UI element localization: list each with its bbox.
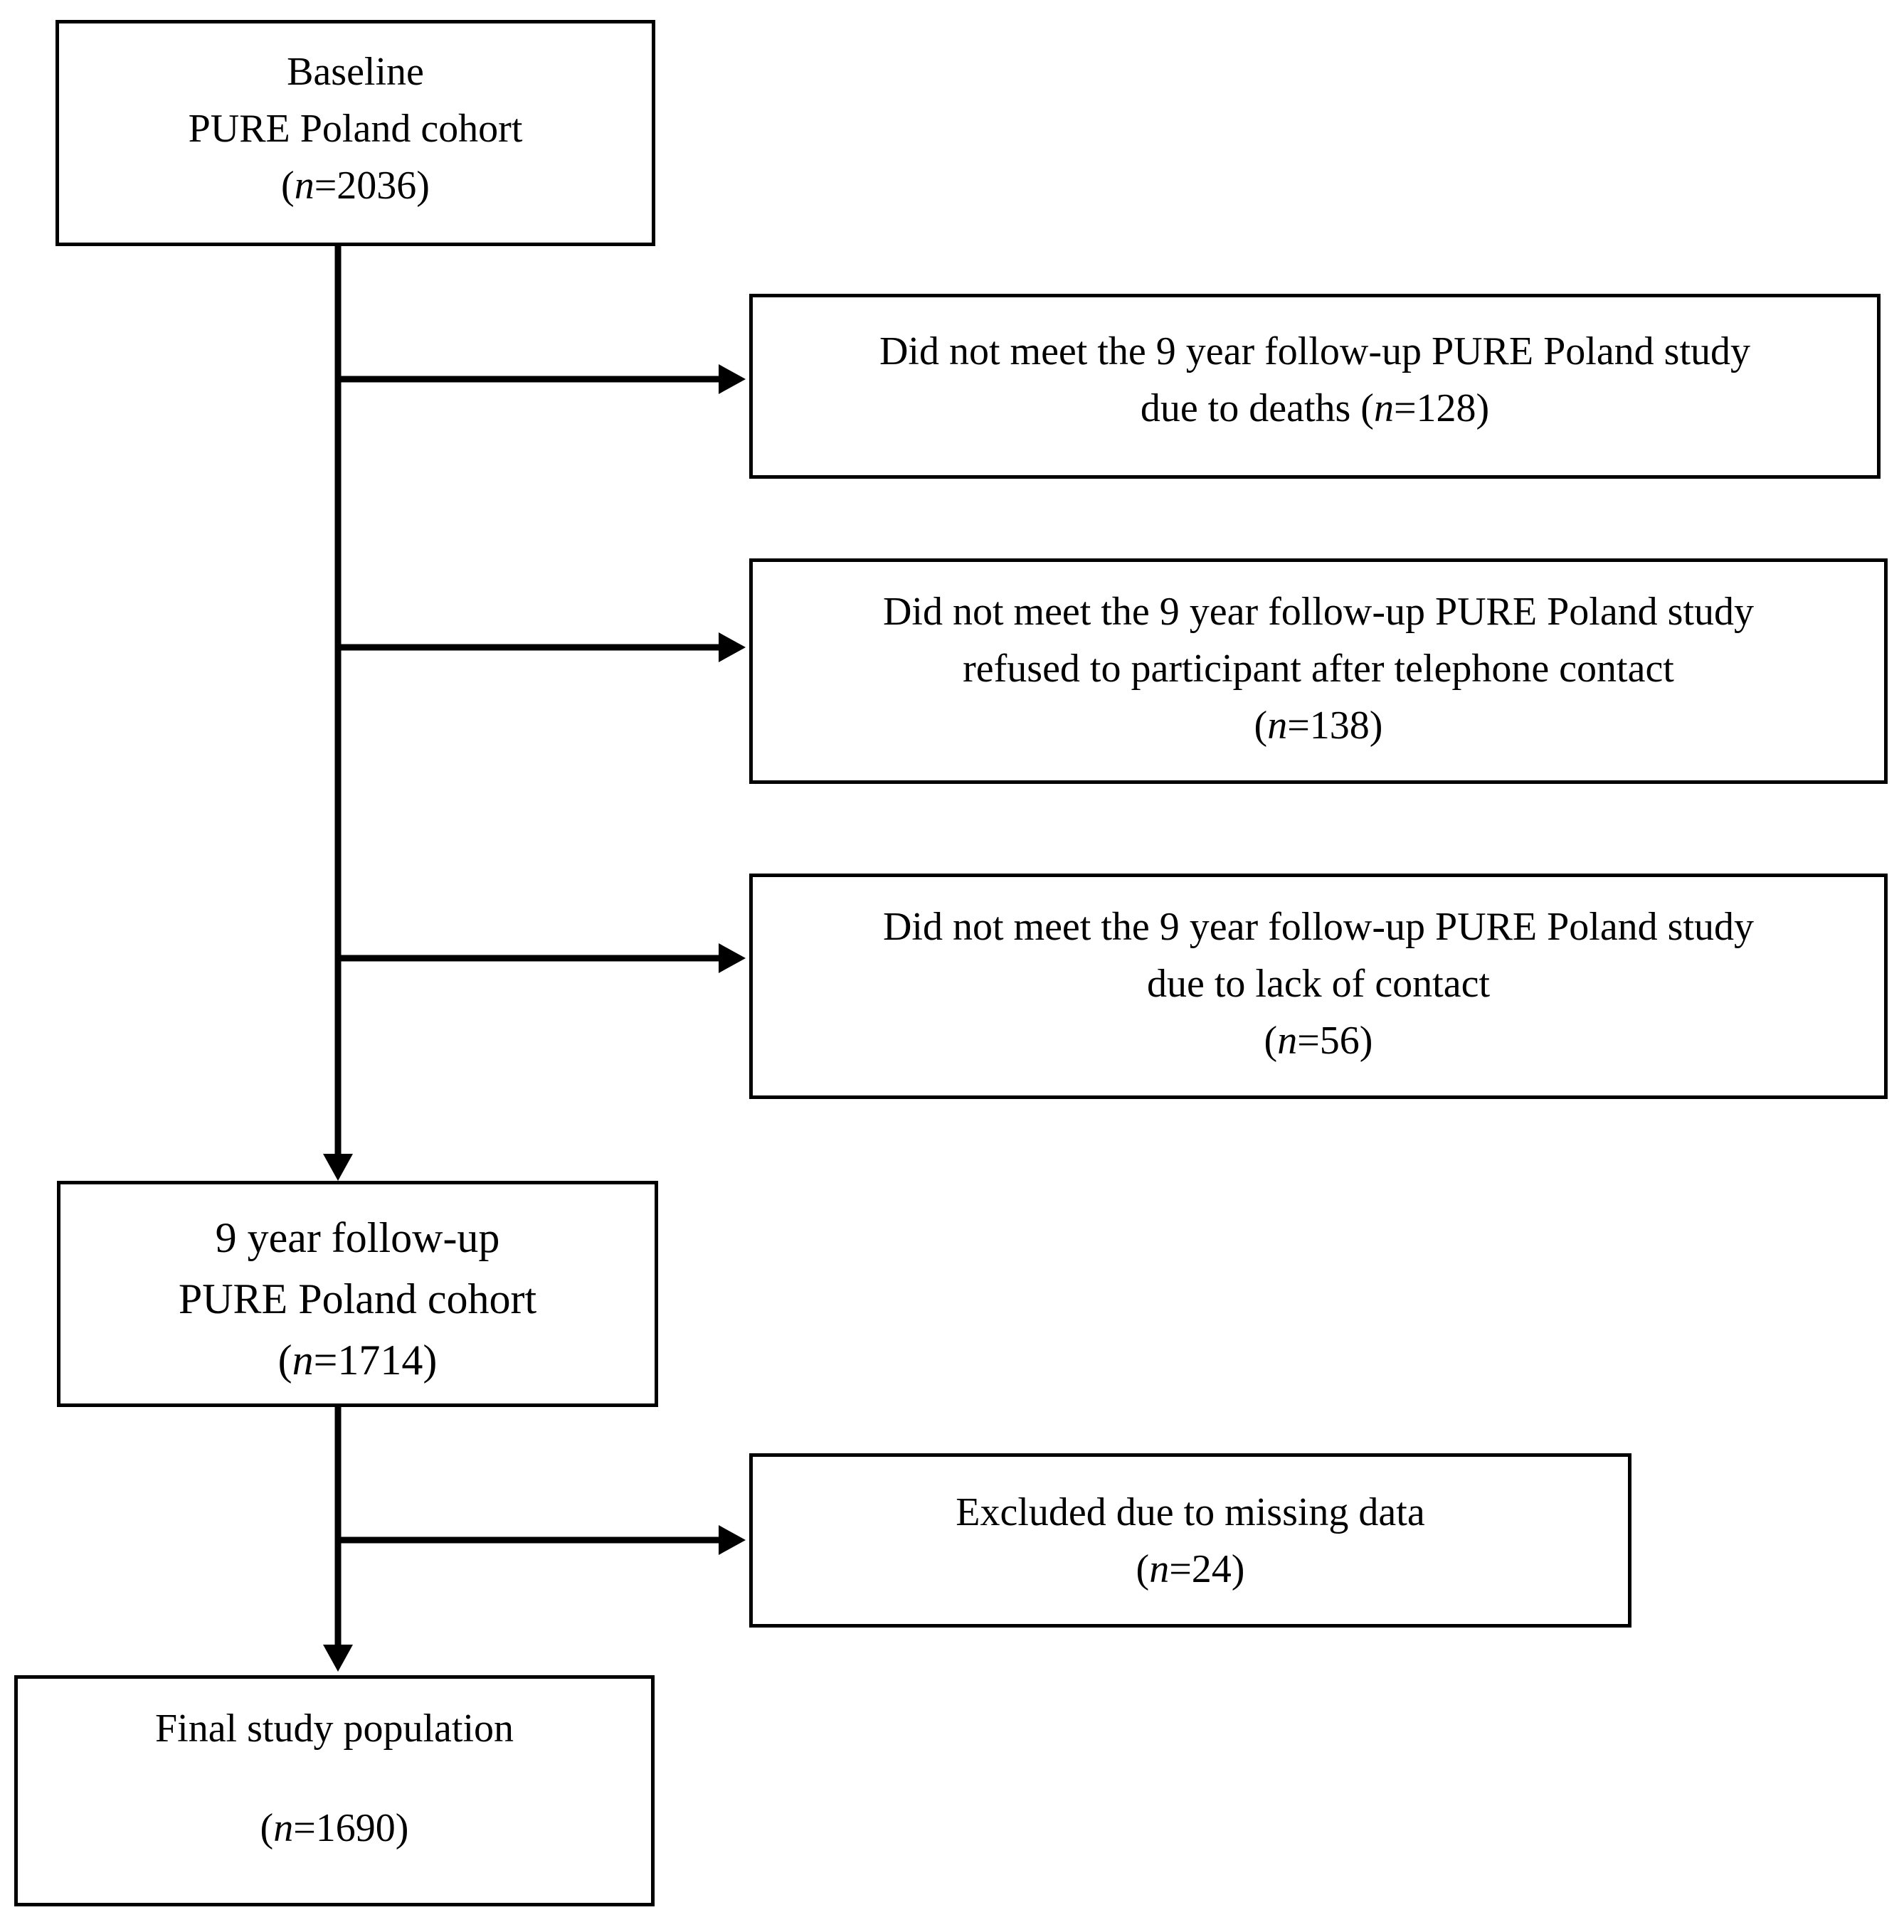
arrowhead-followup: [323, 1154, 353, 1181]
arrowhead-final: [323, 1645, 353, 1672]
exclusion-refused-count: (n=138): [1254, 704, 1383, 748]
arrowhead-deaths: [719, 364, 746, 394]
exclusion-refused-box: Did not meet the 9 year follow-up PURE P…: [749, 558, 1888, 784]
final-spacer: [18, 1757, 651, 1800]
baseline-title: Baseline: [287, 50, 424, 94]
arrowhead-missing: [719, 1525, 746, 1555]
arrowhead-no-contact: [719, 943, 746, 973]
exclusion-no-contact-count: (n=56): [1264, 1019, 1373, 1063]
exclusion-refused-text: Did not meet the 9 year follow-up PURE P…: [882, 590, 1755, 634]
exclusion-no-contact-text: Did not meet the 9 year follow-up PURE P…: [882, 905, 1755, 949]
exclusion-missing-text: Excluded due to missing data: [956, 1490, 1425, 1534]
followup-box: 9 year follow-up PURE Poland cohort (n=1…: [57, 1181, 658, 1407]
followup-cohort: PURE Poland cohort: [178, 1275, 537, 1322]
final-title: Final study population: [155, 1707, 514, 1751]
exclusion-deaths-box: Did not meet the 9 year follow-up PURE P…: [749, 294, 1881, 479]
baseline-count: (n=2036): [281, 164, 430, 208]
final-box: Final study population (n=1690): [14, 1675, 655, 1906]
exclusion-refused-reason: refused to participant after telephone c…: [963, 647, 1674, 691]
exclusion-deaths-text: Did not meet the 9 year follow-up PURE P…: [879, 329, 1751, 373]
exclusion-missing-box: Excluded due to missing data (n=24): [749, 1453, 1631, 1628]
baseline-box: Baseline PURE Poland cohort (n=2036): [55, 20, 655, 246]
exclusion-deaths-count: due to deaths (n=128): [1140, 386, 1490, 430]
followup-title: 9 year follow-up: [215, 1214, 500, 1261]
exclusion-missing-count: (n=24): [1136, 1547, 1245, 1591]
arrowhead-refused: [719, 632, 746, 662]
exclusion-no-contact-box: Did not meet the 9 year follow-up PURE P…: [749, 874, 1888, 1099]
final-count: (n=1690): [260, 1806, 409, 1850]
followup-count: (n=1714): [277, 1337, 438, 1384]
baseline-cohort: PURE Poland cohort: [188, 107, 523, 151]
exclusion-no-contact-reason: due to lack of contact: [1146, 962, 1490, 1006]
